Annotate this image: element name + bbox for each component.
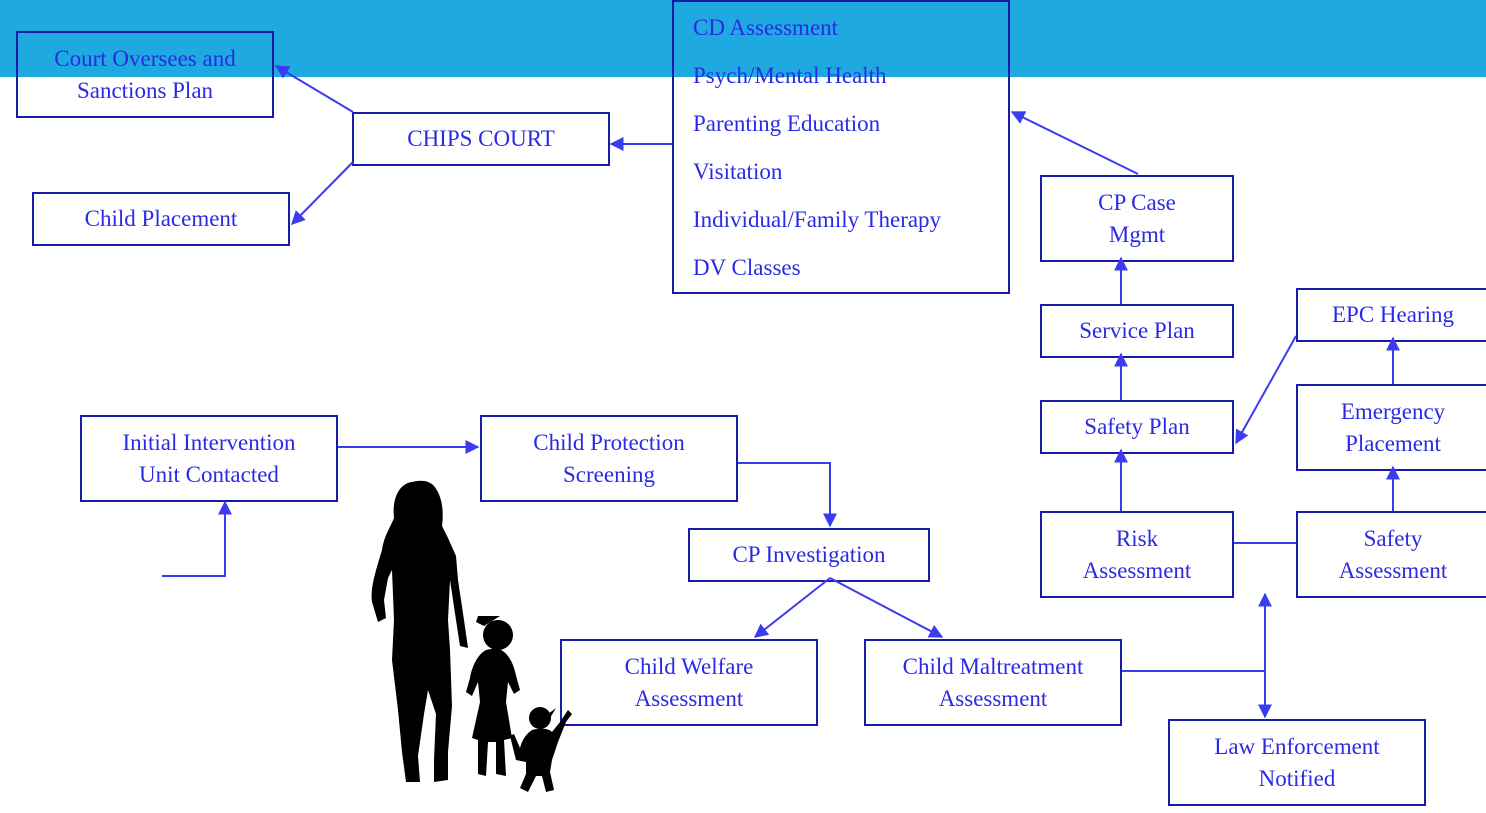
node-label: Initial Intervention — [122, 429, 296, 455]
service-item: Psych/Mental Health — [693, 63, 887, 88]
safety-assessment-node: Safety Assessment — [1296, 511, 1486, 598]
node-label: Emergency — [1340, 398, 1446, 424]
node-label: Safety — [1363, 525, 1423, 551]
node-label: Safety Plan — [1084, 414, 1190, 439]
child-protection-screening-node: Child Protection Screening — [480, 415, 738, 502]
node-label: Law Enforcement — [1214, 733, 1380, 759]
court-oversees-node: Court Oversees and Sanctions Plan — [16, 31, 274, 118]
node-label: Screening — [563, 461, 655, 487]
node-label: Placement — [1345, 430, 1441, 456]
node-label: Child Welfare — [624, 653, 754, 679]
node-label: Assessment — [938, 685, 1048, 711]
node-label: CP Case — [1098, 189, 1176, 215]
cp-case-mgmt-node: CP Case Mgmt — [1040, 175, 1234, 262]
arrow-epc-to-safetyplan — [1235, 335, 1297, 445]
node-label: CP Investigation — [732, 542, 886, 567]
node-label: Court Oversees and — [54, 45, 236, 71]
child-welfare-assessment-node: Child Welfare Assessment — [560, 639, 818, 726]
service-item: Visitation — [693, 159, 783, 184]
header-band — [0, 0, 1486, 77]
node-label: Mgmt — [1108, 221, 1166, 247]
node-label: Assessment — [634, 685, 744, 711]
chips-court-node: CHIPS COURT — [352, 112, 610, 166]
service-item: Parenting Education — [693, 111, 881, 136]
family-silhouette-icon — [371, 480, 572, 792]
node-label: Risk — [1115, 525, 1159, 551]
service-item: DV Classes — [693, 255, 801, 280]
arrow-screening-to-investigation — [738, 462, 837, 528]
arrow-chips-to-child-placement — [291, 161, 354, 225]
safety-plan-node: Safety Plan — [1040, 400, 1234, 454]
epc-hearing-node: EPC Hearing — [1296, 288, 1486, 342]
arrow-casemgmt-to-services — [1010, 111, 1139, 175]
node-label: Assessment — [1082, 557, 1192, 583]
node-label: CHIPS COURT — [407, 126, 555, 151]
arrow-investigation-to-welfare — [753, 577, 831, 638]
emergency-placement-node: Emergency Placement — [1296, 384, 1486, 471]
node-label: Notified — [1258, 765, 1336, 791]
service-item: Individual/Family Therapy — [693, 207, 942, 232]
service-item: CD Assessment — [693, 15, 839, 40]
child-placement-node: Child Placement — [32, 192, 290, 246]
risk-assessment-node: Risk Assessment — [1040, 511, 1234, 598]
law-enforcement-node: Law Enforcement Notified — [1168, 719, 1426, 806]
child-maltreatment-assessment-node: Child Maltreatment Assessment — [864, 639, 1122, 726]
cp-investigation-node: CP Investigation — [688, 528, 930, 582]
node-label: Child Maltreatment — [902, 653, 1084, 679]
node-label: Service Plan — [1079, 318, 1195, 343]
services-list: CD Assessment Psych/Mental Health Parent… — [672, 0, 1010, 294]
service-plan-node: Service Plan — [1040, 304, 1234, 358]
node-label: EPC Hearing — [1331, 302, 1454, 327]
node-label: Child Protection — [533, 429, 685, 455]
node-label: Sanctions Plan — [76, 77, 214, 103]
arrow-intake-to-initial — [162, 500, 232, 577]
node-label: Child Placement — [84, 206, 238, 231]
node-label: Assessment — [1338, 557, 1448, 583]
arrow-investigation-to-maltreatment — [829, 577, 944, 638]
node-label: Unit Contacted — [139, 461, 279, 487]
initial-intervention-node: Initial Intervention Unit Contacted — [80, 415, 338, 502]
